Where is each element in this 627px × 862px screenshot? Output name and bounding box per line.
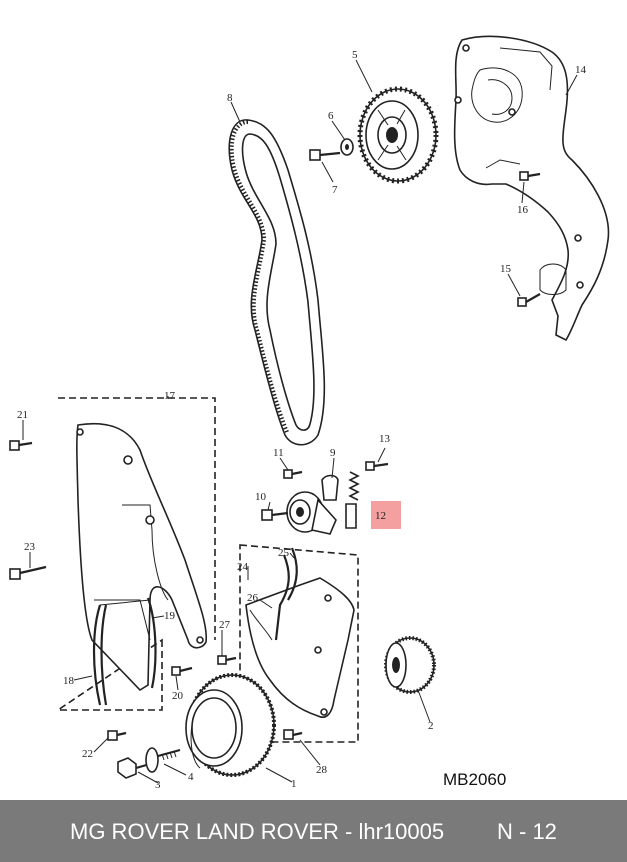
callout-21: 21 xyxy=(17,409,28,421)
tensioner-bolt-11-drawing xyxy=(283,469,303,479)
callout-15: 15 xyxy=(500,263,512,275)
callout-7: 7 xyxy=(332,184,338,196)
callout-23: 23 xyxy=(24,541,36,553)
crank-gear-drawing xyxy=(384,636,436,694)
bolt-16-drawing xyxy=(519,171,541,181)
callout-3: 3 xyxy=(155,779,161,791)
callout-19: 19 xyxy=(164,610,176,622)
parts-diagram: 1 2 3 4 5 6 7 8 9 10 11 12 13 14 15 16 1… xyxy=(9,35,610,791)
bolt-22-drawing xyxy=(107,730,127,741)
callout-11: 11 xyxy=(273,447,284,459)
highlight-box xyxy=(371,501,401,529)
bolt-27-drawing xyxy=(217,655,237,665)
tensioner-stud-drawing xyxy=(365,461,389,471)
callout-16: 16 xyxy=(517,204,529,216)
tensioner-pulley-drawing xyxy=(286,491,337,535)
footer-title: MG ROVER LAND ROVER - lhr10005 xyxy=(70,819,445,844)
cam-bolt-drawing xyxy=(309,149,341,161)
callout-8: 8 xyxy=(227,92,233,104)
crank-washer-drawing xyxy=(145,747,181,773)
footer-bar: MG ROVER LAND ROVER - lhr10005 N - 12 xyxy=(0,800,627,862)
drawing-code: MB2060 xyxy=(443,770,506,789)
callout-24: 24 xyxy=(237,561,249,573)
callout-2: 2 xyxy=(428,720,434,732)
callout-22: 22 xyxy=(82,748,93,760)
washer-drawing xyxy=(340,138,354,156)
callout-14: 14 xyxy=(575,64,587,76)
callout-27: 27 xyxy=(219,619,231,631)
crankshaft-pulley-drawing xyxy=(185,673,276,777)
callout-25: 25 xyxy=(278,547,290,559)
bolt-28-drawing xyxy=(283,729,303,740)
bolt-15-drawing xyxy=(517,293,541,307)
seal-strip-19-drawing xyxy=(99,597,157,689)
tensioner-spring-drawing xyxy=(345,471,360,529)
seal-strip-18-drawing xyxy=(92,604,108,706)
front-cover-drawing xyxy=(55,397,216,711)
leader-lines xyxy=(22,59,578,784)
callout-26: 26 xyxy=(247,592,259,604)
callout-5: 5 xyxy=(352,49,358,61)
callout-6: 6 xyxy=(328,110,334,122)
callout-13: 13 xyxy=(379,433,391,445)
tensioner-washer-drawing xyxy=(321,474,339,501)
bolt-21-drawing xyxy=(9,440,33,451)
camshaft-pulley-drawing xyxy=(357,86,439,184)
bolt-20-drawing xyxy=(171,666,193,676)
backplate-drawing xyxy=(239,544,359,743)
callout-labels: 1 2 3 4 5 6 7 8 9 10 11 12 13 14 15 16 1… xyxy=(17,49,587,791)
callout-10: 10 xyxy=(255,491,267,503)
tensioner-bolt-drawing xyxy=(261,509,289,521)
callout-12: 12 xyxy=(375,510,386,522)
bolt-23-drawing xyxy=(9,565,47,580)
callout-17: 17 xyxy=(164,390,176,402)
callout-4: 4 xyxy=(188,771,194,783)
footer-ref: N - 12 xyxy=(497,819,557,844)
callout-1: 1 xyxy=(291,778,297,790)
callout-9: 9 xyxy=(330,447,336,459)
callout-20: 20 xyxy=(172,690,184,702)
callout-18: 18 xyxy=(63,675,75,687)
rear-cover-drawing xyxy=(453,35,610,342)
crank-bolt-drawing xyxy=(117,757,151,779)
timing-belt-drawing xyxy=(228,119,326,446)
callout-28: 28 xyxy=(316,764,328,776)
